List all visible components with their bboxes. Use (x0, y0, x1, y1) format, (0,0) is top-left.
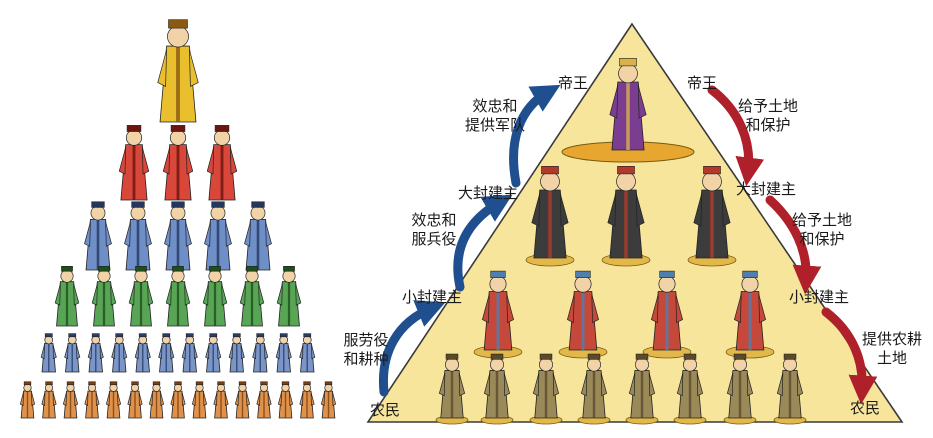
worker-figure (40, 333, 57, 373)
great-lord-figure (607, 166, 645, 259)
peasant-figure (62, 381, 79, 419)
peasant-figure (277, 381, 294, 419)
label-down-relation-3: 提供农耕 土地 (861, 330, 922, 367)
label-left-emperor: 帝王 (557, 74, 588, 92)
farmer-figure (676, 353, 704, 419)
farmer-figure (776, 353, 804, 419)
worker-figure (228, 333, 245, 373)
label-right-small-lord: 小封建主 (788, 288, 849, 306)
noble-figure (118, 125, 150, 201)
worker-figure (275, 333, 292, 373)
up-arrow-3 (378, 300, 446, 397)
scholar-figure (54, 266, 80, 327)
official-figure (204, 201, 232, 271)
label-right-great-lord: 大封建主 (735, 180, 796, 198)
up-arrow-1 (509, 84, 561, 188)
farmer-figure (726, 353, 754, 419)
peasant-figure (256, 381, 272, 419)
peasant-figure (84, 381, 100, 419)
peasant-figure (299, 381, 315, 419)
down-arrow-3 (821, 307, 878, 405)
official-figure (244, 201, 272, 271)
label-up-relation-3: 服劳役 和耕种 (343, 331, 389, 368)
farmer-figure (628, 353, 656, 419)
worker-figure (87, 333, 104, 373)
worker-figure (158, 333, 175, 373)
up-arrow-2 (453, 194, 513, 292)
label-left-small-lord: 小封建主 (401, 288, 462, 306)
official-figure (84, 201, 112, 271)
scholar-figure (128, 266, 154, 327)
farmer-figure (438, 353, 466, 419)
peasant-figure (19, 381, 36, 419)
worker-figure (64, 333, 81, 373)
worker-figure (181, 333, 198, 373)
peasant-figure (105, 381, 122, 419)
king-figure (609, 58, 647, 151)
label-right-emperor: 帝王 (686, 74, 717, 92)
label-left-great-lord: 大封建主 (457, 184, 518, 202)
official-figure (164, 201, 192, 271)
farmer-figure (580, 353, 608, 419)
label-up-relation-1: 效忠和 提供军队 (464, 97, 525, 134)
down-arrow-2 (765, 195, 822, 295)
peasant-figure (41, 381, 57, 419)
knight-figure (481, 270, 515, 351)
scholar-figure (165, 266, 191, 327)
label-down-relation-1: 给予土地 和保护 (737, 97, 798, 134)
knight-figure (566, 270, 600, 351)
peasant-figure (213, 381, 229, 419)
right-feudal-pyramid (366, 22, 904, 425)
label-right-peasant: 农民 (849, 399, 880, 417)
noble-figure (206, 125, 238, 201)
farmer-figure (532, 353, 560, 419)
emperor-figure (157, 19, 199, 123)
peasant-figure (191, 381, 208, 419)
official-figure (124, 201, 152, 271)
scholar-figure (239, 266, 265, 327)
label-down-relation-2: 给予土地 和保护 (791, 211, 852, 248)
peasant-figure (170, 381, 186, 419)
scholar-figure (91, 266, 117, 327)
left-social-pyramid (19, 19, 337, 419)
worker-figure (111, 333, 128, 373)
peasant-figure (320, 381, 337, 419)
label-left-peasant: 农民 (369, 401, 400, 419)
worker-figure (252, 333, 269, 373)
farmer-figure (483, 353, 511, 419)
peasant-figure (234, 381, 251, 419)
label-up-relation-2: 效忠和 服兵役 (411, 211, 457, 248)
worker-figure (134, 333, 151, 373)
peasant-figure (148, 381, 165, 419)
knight-figure (733, 270, 767, 351)
great-lord-figure (693, 166, 731, 259)
peasant-figure (127, 381, 143, 419)
down-arrow-1 (707, 85, 765, 187)
relation-arrows (378, 84, 878, 405)
worker-figure (205, 333, 222, 373)
scholar-figure (202, 266, 228, 327)
scholar-figure (276, 266, 302, 327)
pyramid-figures (438, 58, 804, 419)
noble-figure (162, 125, 194, 201)
knight-figure (650, 270, 684, 351)
worker-figure (299, 333, 316, 373)
great-lord-figure (531, 166, 569, 259)
